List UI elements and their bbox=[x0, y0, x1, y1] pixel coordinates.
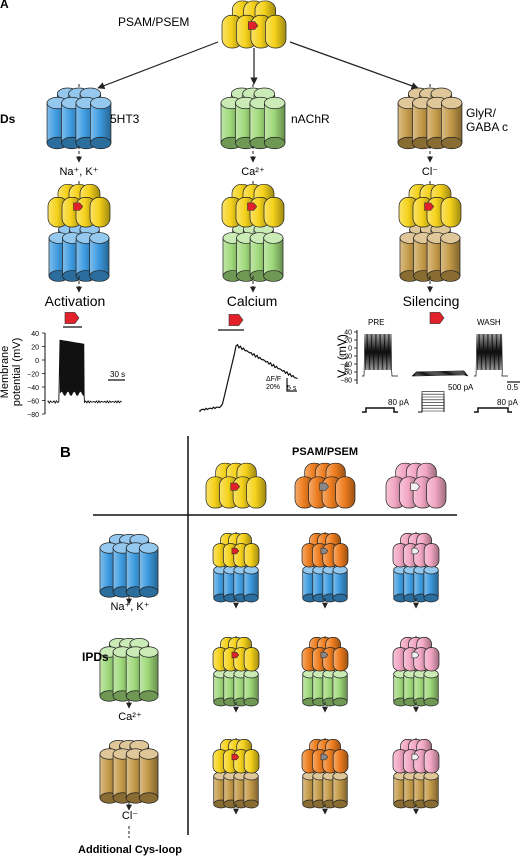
silencing-current-mid: 500 pA bbox=[448, 383, 474, 392]
panel-b-footer: Additional Cys-loop bbox=[78, 844, 182, 856]
silencing-current-steps bbox=[362, 391, 512, 412]
panel-b-ipd-label: IPDs bbox=[82, 650, 109, 664]
activation-ylabel-1: Membrane bbox=[0, 346, 11, 399]
top-psam-domain bbox=[222, 1, 286, 48]
silencing-pre-label: PRE bbox=[368, 318, 384, 327]
ligand-label: PSAM/PSEM bbox=[118, 15, 189, 29]
activation-tick-label-3: −20 bbox=[27, 372, 39, 379]
panel-b-ligand-header-row bbox=[206, 463, 446, 508]
activation-tick-label-4: −40 bbox=[27, 385, 39, 392]
cell-lbd-tan-pink bbox=[393, 739, 439, 773]
top-ligand-domain bbox=[222, 1, 286, 48]
ipd-5ht3 bbox=[47, 88, 111, 149]
cell-lbd-green-pink bbox=[393, 637, 439, 671]
effect-silencing: Silencing bbox=[403, 293, 460, 309]
activation-time-scalebar-label: 30 s bbox=[110, 370, 125, 379]
row-ipd-blue bbox=[100, 534, 158, 597]
calcium-scale-y-1: ΔF/F bbox=[266, 376, 281, 383]
panel-b-ipd-column bbox=[100, 534, 158, 838]
panel-a-letter: A bbox=[0, 0, 9, 11]
arrow-to-5ht3 bbox=[98, 42, 218, 88]
silencing-wash-trace bbox=[474, 334, 508, 376]
activation-ylabel-2: potential (mV) bbox=[11, 338, 23, 406]
activation-tick-label-5: −60 bbox=[27, 399, 39, 406]
panel-b-ions-row3: Cl⁻ bbox=[122, 810, 138, 822]
chimera-lbd-glyr bbox=[399, 184, 461, 227]
channel-name-5ht3: 5HT3 bbox=[110, 112, 140, 126]
cell-lbd-tan-yellow bbox=[213, 739, 259, 773]
channel-name-nachr: nAChR bbox=[291, 112, 330, 126]
chimera-lbd-5ht3 bbox=[48, 184, 110, 227]
header-lbd-yellow bbox=[206, 463, 266, 508]
activation-tick-label-1: 20 bbox=[31, 345, 39, 352]
trace-ligand-markers bbox=[65, 312, 444, 325]
silencing-current-right: 80 pA bbox=[497, 398, 519, 407]
activation-tick-label-0: 40 bbox=[31, 331, 39, 338]
ipd-glyr bbox=[398, 88, 462, 149]
calcium-scale-x: 5 s bbox=[287, 385, 297, 392]
activation-tick-label-6: −80 bbox=[27, 412, 39, 419]
row-ipd-green bbox=[100, 638, 158, 701]
current-step-left bbox=[362, 408, 398, 412]
silencing-wash-label: WASH bbox=[477, 318, 501, 327]
cell-lbd-green-yellow bbox=[213, 637, 259, 671]
panel-b-ions-row2: Ca²⁺ bbox=[118, 711, 142, 723]
silencing-voltage-traces bbox=[362, 334, 508, 376]
ligand-marker-activation bbox=[65, 312, 79, 323]
channel-name-gaba: GABA c bbox=[466, 120, 508, 134]
silencing-pre-trace bbox=[362, 334, 398, 376]
ligand-marker-silencing bbox=[430, 312, 444, 323]
cell-lbd-blue-yellow bbox=[213, 533, 259, 567]
ipd-nachr bbox=[221, 88, 285, 149]
silencing-tick-label-0: 40 bbox=[344, 330, 352, 337]
activation-tick-label-2: 0 bbox=[35, 358, 39, 365]
chimera-lbd-nachr bbox=[222, 184, 284, 227]
silencing-tick-label-2: 0 bbox=[348, 346, 352, 353]
calcium-trace bbox=[200, 345, 298, 412]
chimera-ipd-glyr bbox=[400, 224, 460, 282]
silencing-trace-panel: Vm(mV) 40200−20−40−60−80 PRE WASH 500 pA… bbox=[335, 318, 520, 412]
cell-lbd-tan-orange bbox=[302, 739, 348, 773]
header-lbd-pink bbox=[386, 463, 446, 508]
silencing-tick-label-4: −40 bbox=[340, 362, 352, 369]
panel-a-chimera-row bbox=[48, 181, 461, 292]
ipd-label-fragment: Ds bbox=[0, 112, 16, 126]
cell-lbd-blue-orange bbox=[302, 533, 348, 567]
cell-lbd-blue-pink bbox=[393, 533, 439, 567]
panel-b-ligand-header: PSAM/PSEM bbox=[292, 446, 358, 458]
panel-b-ions-row1: Na⁺, K⁺ bbox=[110, 601, 149, 613]
header-lbd-orange bbox=[295, 463, 355, 508]
calcium-scale-y-2: 20% bbox=[266, 384, 280, 391]
current-step-right bbox=[474, 408, 512, 412]
silencing-time-fragment: 0.5 bbox=[507, 383, 519, 392]
channel-name-glyr: GlyR/ bbox=[466, 106, 497, 120]
cell-lbd-green-orange bbox=[302, 637, 348, 671]
chimera-ipd-nachr bbox=[223, 224, 283, 282]
silencing-tick-label-1: 20 bbox=[344, 338, 352, 345]
effect-activation: Activation bbox=[45, 293, 106, 309]
silencing-tick-label-6: −80 bbox=[340, 378, 352, 385]
row-ipd-tan bbox=[100, 740, 158, 803]
silencing-tick-label-3: −20 bbox=[340, 354, 352, 361]
chimera-ipd-5ht3 bbox=[49, 224, 109, 282]
activation-y-ticks: 40 20 0 −20 −40 −60 −80 bbox=[27, 331, 45, 419]
ions-5ht3: Na⁺, K⁺ bbox=[59, 166, 98, 178]
activation-trace-panel: Membrane potential (mV) 40 20 0 −20 −40 −60 −8… bbox=[0, 327, 125, 419]
calcium-trace-panel: ΔF/F 20% 5 s bbox=[200, 330, 298, 412]
silencing-current-left: 80 pA bbox=[388, 398, 410, 407]
panel-b-letter: B bbox=[60, 444, 71, 461]
silencing-tick-label-5: −60 bbox=[340, 370, 352, 377]
ions-glyr: Cl⁻ bbox=[422, 166, 438, 178]
panel-b-chimera-grid bbox=[213, 532, 439, 814]
effect-calcium: Calcium bbox=[227, 293, 278, 309]
ligand-marker-calcium bbox=[229, 314, 243, 325]
arrow-to-glyr bbox=[290, 42, 418, 88]
ions-nachr: Ca²⁺ bbox=[241, 166, 265, 178]
